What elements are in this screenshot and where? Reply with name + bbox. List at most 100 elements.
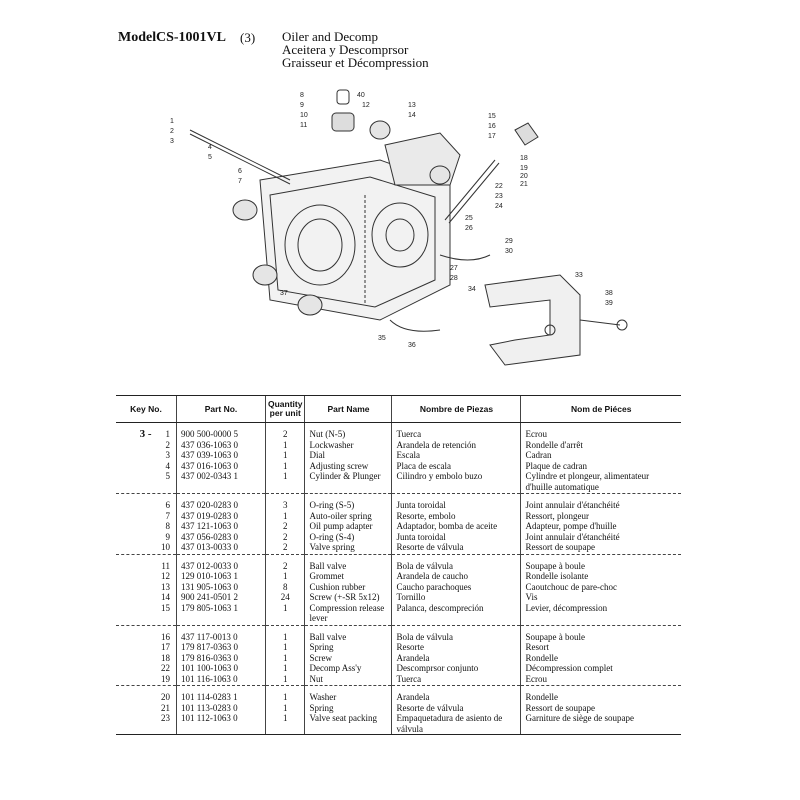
cell-fra: Ecrou xyxy=(520,673,681,686)
cell-esp: Cilindro y embolo buzo xyxy=(391,471,521,494)
cell-part: 179 816-0363 0 xyxy=(176,652,266,663)
cell-fra: Rondelle xyxy=(520,652,681,663)
callout-35: 35 xyxy=(378,335,386,342)
cell-fra: Cadran xyxy=(520,450,681,461)
cell-fra: Joint annulair d'étanchéité xyxy=(520,531,681,542)
cell-esp: Bola de válvula xyxy=(391,625,521,642)
cell-qty: 1 xyxy=(264,663,305,674)
callout-38: 38 xyxy=(605,290,613,297)
cell-part: 129 010-1063 1 xyxy=(176,571,266,582)
cell-part: 437 012-0033 0 xyxy=(176,554,266,571)
cell-qty: 1 xyxy=(264,625,305,642)
cell-name: Ball valve xyxy=(304,625,392,642)
cell-part: 179 817-0363 0 xyxy=(176,642,266,653)
cell-fra: Ressort de soupape xyxy=(520,542,681,555)
callout-34a: 34 xyxy=(468,286,476,293)
cell-qty: 3 xyxy=(264,493,305,511)
cell-qty: 2 xyxy=(264,542,305,555)
cell-qty: 2 xyxy=(264,521,305,532)
cell-esp: Resorte xyxy=(391,642,521,653)
cell-key: 11 xyxy=(161,560,170,571)
cell-name: Dial xyxy=(304,450,392,461)
callout-10: 10 xyxy=(300,112,308,119)
callout-24: 24 xyxy=(495,203,503,210)
callout-22: 22 xyxy=(495,183,503,190)
callout-7: 7 xyxy=(238,178,242,185)
cell-part: 437 121-1063 0 xyxy=(176,521,266,532)
callout-2: 2 xyxy=(170,128,174,135)
cell-esp: Arandela xyxy=(391,685,521,703)
cell-key: 14 xyxy=(161,592,170,602)
cell-part: 437 013-0033 0 xyxy=(176,542,266,555)
cell-esp: Resorte, embolo xyxy=(391,510,521,521)
cell-name: O-ring (S-5) xyxy=(304,493,392,511)
cell-name: Decomp Ass'y xyxy=(304,663,392,674)
cell-qty: 1 xyxy=(264,510,305,521)
callout-14: 14 xyxy=(408,112,416,119)
cell-qty: 2 xyxy=(264,422,305,440)
callout-16: 16 xyxy=(488,123,496,130)
callout-33: 33 xyxy=(575,272,583,279)
cell-key: 2 xyxy=(165,439,171,450)
cell-esp: Empaquetadura de asiento de válvula xyxy=(391,713,521,735)
callout-30: 30 xyxy=(505,248,513,255)
cell-key: 9 xyxy=(165,531,171,542)
header-nombre: Nombre de Piezas xyxy=(391,395,521,423)
cell-name: Valve seat packing xyxy=(304,713,392,735)
cell-key: 16 xyxy=(161,631,170,642)
cell-name: Lockwasher xyxy=(304,439,392,450)
cell-qty: 1 xyxy=(264,673,305,686)
cell-qty: 1 xyxy=(264,471,305,494)
cell-part: 437 002-0343 1 xyxy=(176,471,266,494)
title-french: Graisseur et Décompression xyxy=(282,55,429,70)
group-number: 3 - xyxy=(139,428,152,440)
cell-qty: 1 xyxy=(264,460,305,471)
cell-name: Washer xyxy=(304,685,392,703)
cell-fra: Soupape à boule xyxy=(520,554,681,571)
callout-39: 39 xyxy=(605,300,613,307)
cell-fra: Rondelle xyxy=(520,685,681,703)
cell-name: Nut xyxy=(304,673,392,686)
cell-qty: 1 xyxy=(264,685,305,703)
cell-fra: Vis xyxy=(520,592,681,603)
cell-qty: 2 xyxy=(264,531,305,542)
cell-part: 437 020-0283 0 xyxy=(176,493,266,511)
callout-1: 1 xyxy=(170,118,174,125)
callout-25: 25 xyxy=(465,215,473,222)
cell-esp: Palanca, descompreción xyxy=(391,602,521,626)
cell-part: 437 016-1063 0 xyxy=(176,460,266,471)
cell-fra: Soupape à boule xyxy=(520,625,681,642)
cell-fra: Joint annulair d'étanchéité xyxy=(520,493,681,511)
cell-esp: Tuerca xyxy=(391,422,521,440)
cell-key: 5 xyxy=(116,471,177,494)
exploded-diagram-svg: 1 2 3 4 5 6 7 8 9 10 11 12 13 14 15 16 1… xyxy=(170,89,628,366)
header-quantity: Quantity per unit xyxy=(264,395,305,423)
cell-key: 3 - 1 xyxy=(116,423,177,440)
header-key-no: Key No. xyxy=(116,395,177,423)
cell-esp: Caucho parachoques xyxy=(391,581,521,592)
cell-fra: Caoutchouc de pare-choc xyxy=(520,581,681,592)
cell-part: 437 036-1063 0 xyxy=(176,439,266,450)
cell-fra: Rondelle d'arrêt xyxy=(520,439,681,450)
cell-esp: Escala xyxy=(391,450,521,461)
table-header-row: Key No. Part No. Quantity per unit Part … xyxy=(116,395,681,423)
callout-17: 17 xyxy=(488,133,496,140)
cell-part: 101 112-1063 0 xyxy=(176,713,266,735)
cell-key: 12 xyxy=(161,571,170,581)
callout-3: 3 xyxy=(170,138,174,145)
cell-part: 179 805-1063 1 xyxy=(176,602,266,626)
section-number: (3) xyxy=(240,30,256,45)
cell-name: Auto-oiler spring xyxy=(304,510,392,521)
cell-qty: 1 xyxy=(264,439,305,450)
callout-20: 20 xyxy=(520,173,528,180)
cell-part: 101 113-0283 0 xyxy=(176,702,266,713)
key-number: 1 xyxy=(165,429,171,439)
cell-part: 437 039-1063 0 xyxy=(176,450,266,461)
cell-fra: Ecrou xyxy=(520,422,681,440)
callout-36: 36 xyxy=(408,342,416,349)
